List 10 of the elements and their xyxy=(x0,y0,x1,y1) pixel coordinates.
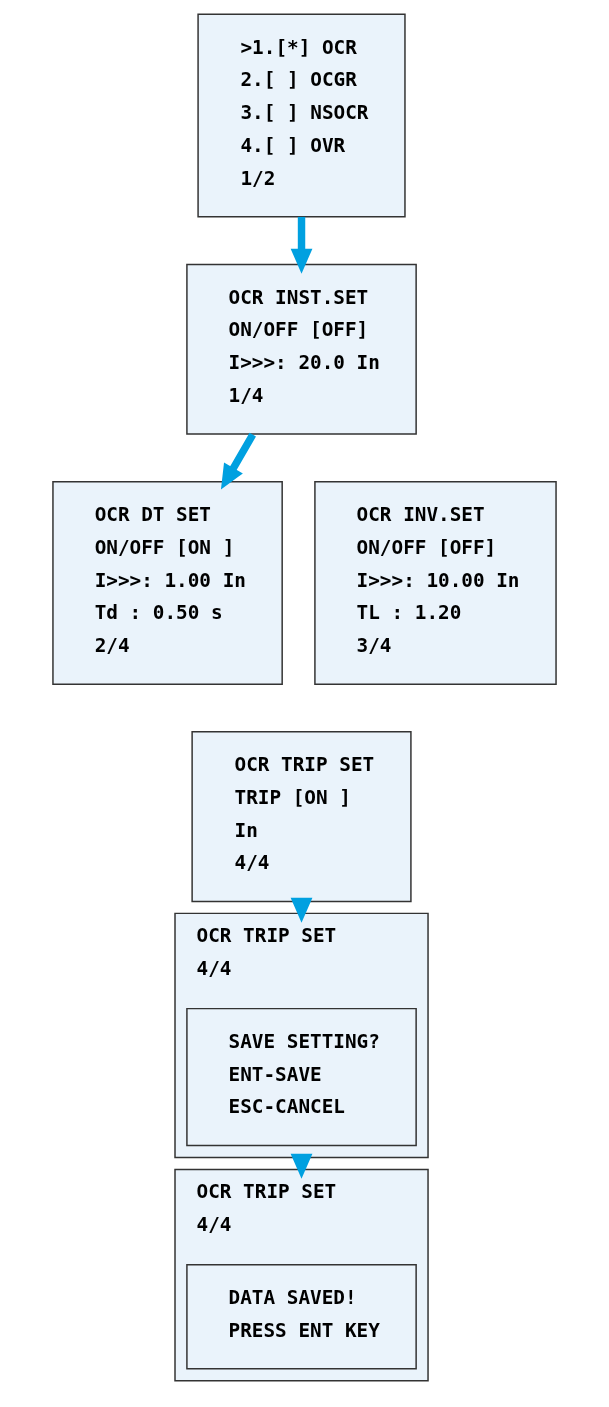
arrow xyxy=(290,216,313,274)
arrow xyxy=(290,897,313,923)
node-box: OCR INST.SET ON/OFF [OFF] I>>>: 20.0 In 1/4 xyxy=(186,263,417,435)
arrow xyxy=(220,432,256,490)
node-box: >1.[*] OCR 2.[ ] OCGR 3.[ ] NSOCR 4.[ ] OVR 1/2 xyxy=(197,13,406,218)
node-box: OCR DT SET ON/OFF [ON ] I>>>: 1.00 In Td : 0.50 s 2/4 xyxy=(52,480,283,685)
node-box: SAVE SETTING? ENT-SAVE ESC-CANCEL xyxy=(186,1007,417,1147)
node-box: OCR INV.SET ON/OFF [OFF] I>>>: 10.00 In TL : 1.20 3/4 xyxy=(314,480,557,685)
node-box: DATA SAVED! PRESS ENT KEY xyxy=(186,1263,417,1370)
arrow xyxy=(290,1153,313,1179)
